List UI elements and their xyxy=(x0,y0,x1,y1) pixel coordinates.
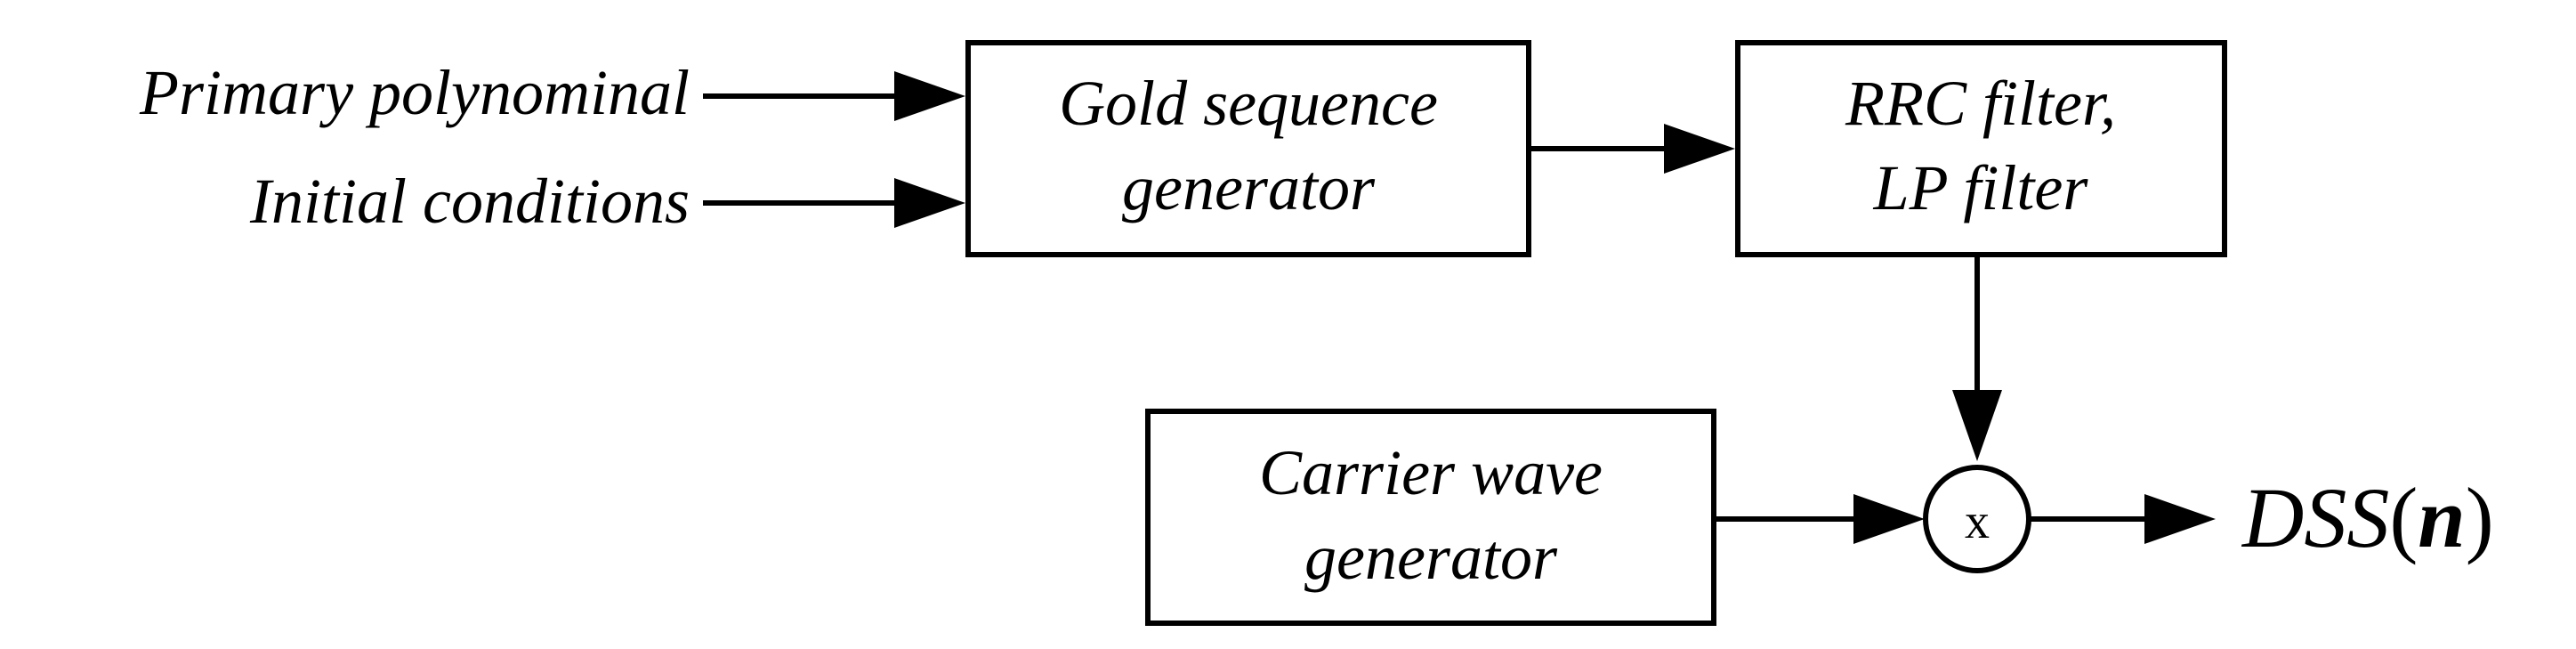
gold-to-filter-arrow xyxy=(1529,124,1735,174)
carrier-block-line2: generator xyxy=(1304,522,1558,593)
output-label: DSS(n) xyxy=(2241,470,2494,565)
carrier-to-mixer-arrow xyxy=(1714,494,1925,544)
mixer-to-output-arrow xyxy=(2029,494,2216,544)
rrc-lp-filter-block: RRC filter, LP filter xyxy=(1735,40,2227,257)
output-label-var: n xyxy=(2418,470,2465,565)
output-label-close: ) xyxy=(2466,470,2494,565)
filter-to-mixer-arrow xyxy=(1952,255,2002,461)
gold-block-line1: Gold sequence xyxy=(1059,68,1438,139)
initial-conditions-label: Initial conditions xyxy=(249,166,690,237)
mixer-symbol: x xyxy=(1965,494,1990,549)
carrier-block-line1: Carrier wave xyxy=(1259,437,1603,508)
filter-block-line1: RRC filter, xyxy=(1845,68,2116,139)
primary-input-arrow xyxy=(703,71,965,121)
primary-polynomial-label: Primary polynominal xyxy=(139,57,690,128)
initial-input-arrow xyxy=(703,178,965,228)
mixer-multiplier: x xyxy=(1923,465,2031,573)
output-label-open: ( xyxy=(2389,470,2418,565)
output-label-main: DSS xyxy=(2241,470,2389,565)
gold-block-line2: generator xyxy=(1122,152,1376,223)
gold-sequence-generator-block: Gold sequence generator xyxy=(965,40,1531,257)
carrier-wave-generator-block: Carrier wave generator xyxy=(1145,409,1716,626)
filter-block-line2: LP filter xyxy=(1873,152,2089,223)
